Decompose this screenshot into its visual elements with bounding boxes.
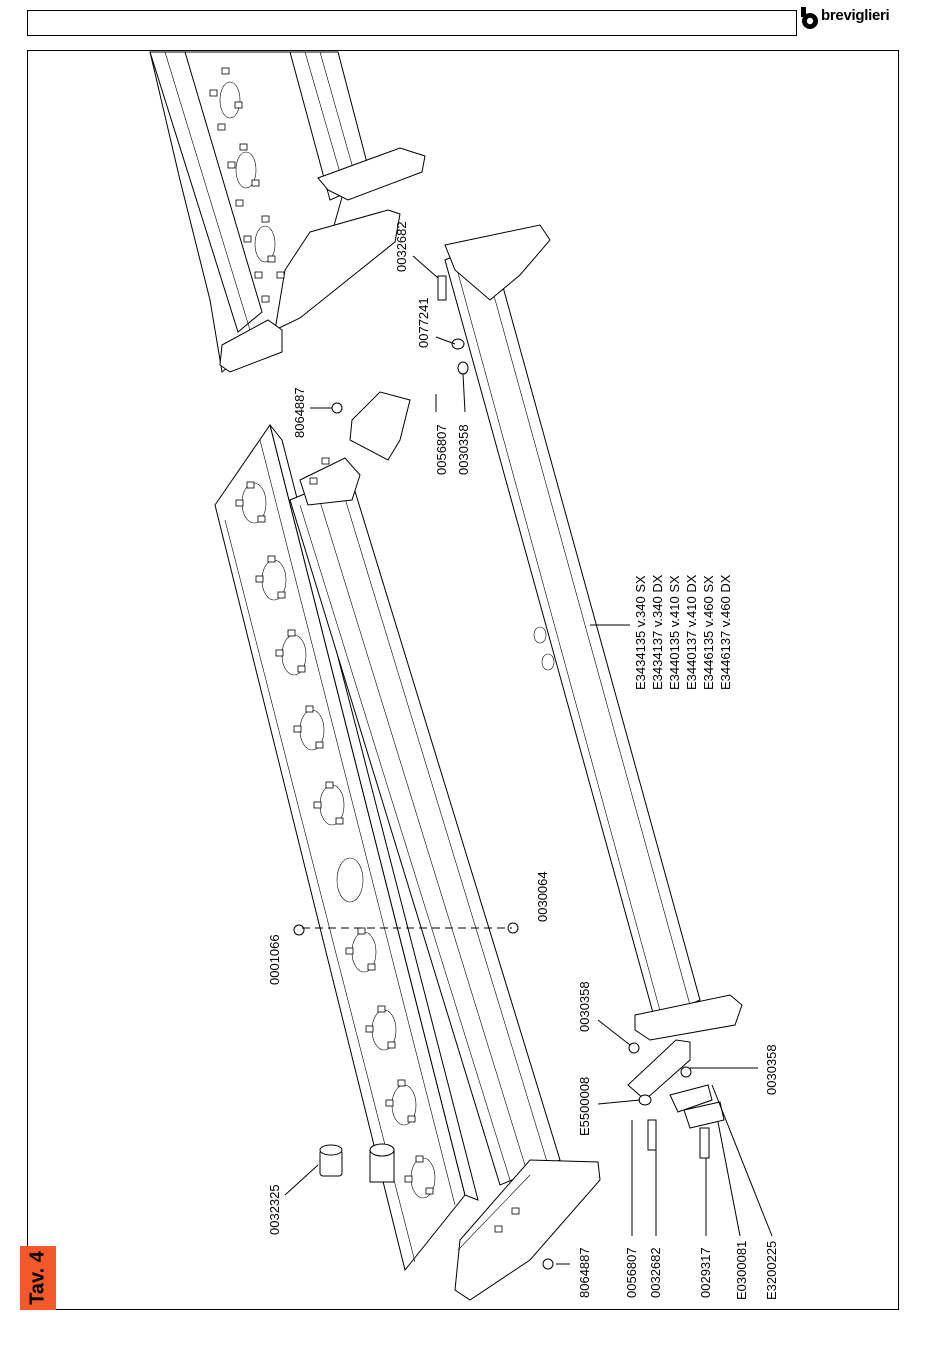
callout-8064887-top: 8064887 (292, 387, 307, 438)
upper-plate-section (150, 52, 425, 372)
beam-code-6: E3446137 v.460 DX (718, 574, 733, 690)
callout-0030358-top: 0030358 (456, 424, 471, 475)
callout-e0300081: E0300081 (734, 1241, 749, 1300)
beam-code-5: E3446135 v.460 SX (701, 575, 716, 690)
hardware-top (332, 276, 468, 413)
callout-0032682-bottom: 0032682 (648, 1247, 663, 1298)
callout-0030358-right: 0030358 (764, 1044, 779, 1095)
callout-0030064: 0030064 (535, 871, 550, 922)
callout-8064887-bottom: 8064887 (577, 1247, 592, 1298)
beam-code-list: E3434135 v.340 SX E3434137 v.340 DX E344… (633, 574, 733, 690)
callout-0030358-mid: 0030358 (577, 981, 592, 1032)
callout-0077241: 0077241 (416, 297, 431, 348)
callout-0029317: 0029317 (698, 1247, 713, 1298)
beam-code-1: E3434135 v.340 SX (633, 575, 648, 690)
bushing-parts (320, 1144, 394, 1182)
page-tab-label: Tav. 4 (27, 1251, 50, 1305)
callout-0032682-top: 0032682 (394, 221, 409, 272)
beam-code-3: E3440135 v.410 SX (667, 575, 682, 690)
callout-e5500008: E5500008 (577, 1077, 592, 1136)
callout-0032325: 0032325 (267, 1184, 282, 1235)
callout-0056807-top: 0056807 (434, 424, 449, 475)
callout-0056807-bottom: 0056807 (624, 1247, 639, 1298)
callout-0001066: 0001066 (267, 934, 282, 985)
beam-code-2: E3434137 v.340 DX (650, 574, 665, 690)
page-tab: Tav. 4 (20, 1246, 56, 1310)
beam-code-4: E3440137 v.410 DX (684, 574, 699, 690)
callout-e3200225: E3200225 (764, 1241, 779, 1300)
